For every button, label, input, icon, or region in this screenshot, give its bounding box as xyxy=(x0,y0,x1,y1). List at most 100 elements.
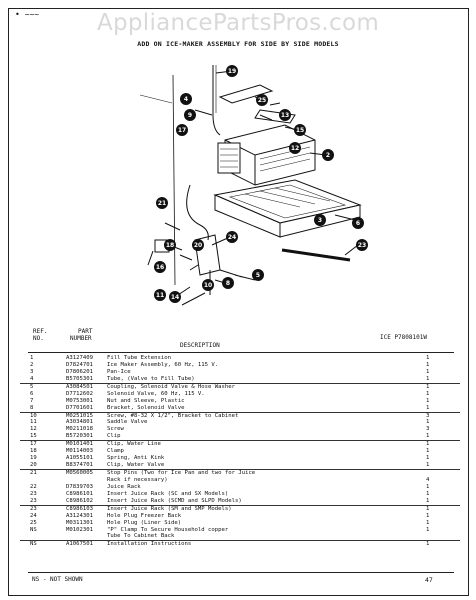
parts-desc-cell: Clip, Water Line xyxy=(107,441,161,448)
parts-row: Rack if necessary)4 xyxy=(20,477,460,484)
catalog-code: ICE P7808101W xyxy=(380,334,427,341)
parts-qty-cell: 1 xyxy=(426,368,430,375)
watermark: AppliancePartsPros.com xyxy=(96,10,380,36)
parts-desc-cell: Coupling, Solenoid Valve & Hose Washer xyxy=(107,383,235,390)
callout-19: 19 xyxy=(228,68,236,75)
parts-qty-cell: 1 xyxy=(426,526,430,533)
parts-qty-cell: 1 xyxy=(426,519,430,526)
parts-part-cell: D7839703 xyxy=(66,483,93,490)
svg-text:15: 15 xyxy=(296,127,304,134)
parts-ref-cell: 23 xyxy=(30,490,37,497)
parts-desc-cell: Spring, Anti Kink xyxy=(107,455,165,462)
parts-ref-cell: 3 xyxy=(30,368,34,375)
parts-part-cell: B8374701 xyxy=(66,462,93,469)
parts-desc-cell: Clip xyxy=(107,433,121,440)
parts-qty-cell: 1 xyxy=(426,355,430,361)
parts-desc-cell: Bracket, Solenoid Valve xyxy=(107,404,185,411)
parts-ref-cell: NS xyxy=(30,541,37,548)
svg-text:20: 20 xyxy=(194,242,202,249)
parts-row: 20 B8374701 Clip, Water Valve 1 xyxy=(20,462,460,470)
parts-desc-cell: Hole Plug Freezer Back xyxy=(107,512,182,519)
parts-ref-cell: 5 xyxy=(30,383,34,390)
parts-qty-cell: 1 xyxy=(426,375,430,382)
parts-part-cell: B5705301 xyxy=(66,375,93,382)
parts-part-cell: A3084501 xyxy=(66,383,93,390)
svg-text:24: 24 xyxy=(228,234,236,241)
svg-text:5: 5 xyxy=(256,272,260,279)
svg-text:13: 13 xyxy=(281,112,289,119)
parts-part-cell: A3124301 xyxy=(66,512,93,519)
parts-ref-cell: 22 xyxy=(30,483,37,490)
parts-ref-cell: 21 xyxy=(30,470,37,476)
parts-ref-cell: 8 xyxy=(30,404,34,411)
parts-qty-cell: 1 xyxy=(426,455,430,462)
parts-row: Tube To Cabinet Back xyxy=(20,533,460,542)
parts-part-cell: M0114003 xyxy=(66,448,93,455)
parts-part-cell: A1055101 xyxy=(66,455,93,462)
parts-qty-cell: 1 xyxy=(426,397,430,404)
parts-part-cell: M0102301 xyxy=(66,526,93,533)
svg-text:21: 21 xyxy=(158,200,166,207)
ice-maker-body xyxy=(217,124,316,186)
svg-text:9: 9 xyxy=(188,112,192,119)
parts-desc-cell: Nut and Sleeve, Plastic xyxy=(107,397,185,404)
parts-desc-cell: "P" Clamp To Secure Household copper xyxy=(107,526,229,533)
parts-desc-cell: Tube, (Valve to Fill Tube) xyxy=(107,375,195,382)
parts-qty-cell: 1 xyxy=(426,462,430,469)
parts-part-cell: M0251015 xyxy=(66,412,93,419)
parts-desc-cell: Solenoid Valve, 60 Hz, 115 V. xyxy=(107,390,205,397)
parts-desc-cell: Insert Juice Rack (SCMD and SLPD Models) xyxy=(107,497,242,504)
parts-qty-cell: 1 xyxy=(426,419,430,426)
parts-desc-cell: Juice Rack xyxy=(107,483,141,490)
parts-row: 5 A3084501 Coupling, Solenoid Valve & Hose… xyxy=(20,384,460,391)
header-description: DESCRIPTION xyxy=(180,342,220,349)
parts-part-cell: C8986102 xyxy=(66,497,93,504)
parts-part-cell: D7701601 xyxy=(66,404,93,411)
parts-desc-cell: Saddle Valve xyxy=(107,419,148,426)
parts-desc-cell: Stop Pins (Two for Ice Pan and two for J… xyxy=(107,470,256,476)
parts-desc-cell: Rack if necessary) xyxy=(107,476,168,483)
not-shown-note: NS - NOT SHOWN xyxy=(32,576,83,583)
parts-part-cell: A1067501 xyxy=(66,541,93,548)
parts-ref-cell: 18 xyxy=(30,448,37,455)
parts-ref-cell: 4 xyxy=(30,375,34,382)
svg-text:4: 4 xyxy=(184,96,188,103)
parts-ref-cell: 20 xyxy=(30,462,37,469)
parts-part-cell: D7712602 xyxy=(66,390,93,397)
parts-ref-cell: 25 xyxy=(30,519,37,526)
svg-text:17: 17 xyxy=(178,127,186,134)
parts-ref-cell: 1 xyxy=(30,355,34,361)
parts-qty-cell: 1 xyxy=(426,505,430,512)
footer-divider xyxy=(28,572,454,573)
svg-text:3: 3 xyxy=(318,217,322,224)
fill-tube xyxy=(212,65,221,136)
parts-desc-cell: Installation Instructions xyxy=(107,541,192,548)
parts-qty-cell: 1 xyxy=(426,433,430,440)
parts-part-cell: A3034801 xyxy=(66,419,93,426)
parts-part-cell: M0560005 xyxy=(66,470,93,476)
callout-bubbles: 19 25 4 13 9 15 17 2 12 6 24 21 18 5 23 … xyxy=(154,65,368,308)
parts-ref-cell: 6 xyxy=(30,390,34,397)
parts-desc-cell: Clip, Water Valve xyxy=(107,462,165,469)
page-title: ADD ON ICE-MAKER ASSEMBLY FOR SIDE BY SI… xyxy=(137,40,339,48)
parts-ref-cell: 24 xyxy=(30,512,37,519)
parts-ref-cell: 12 xyxy=(30,426,37,433)
parts-desc-cell: Clamp xyxy=(107,448,124,455)
